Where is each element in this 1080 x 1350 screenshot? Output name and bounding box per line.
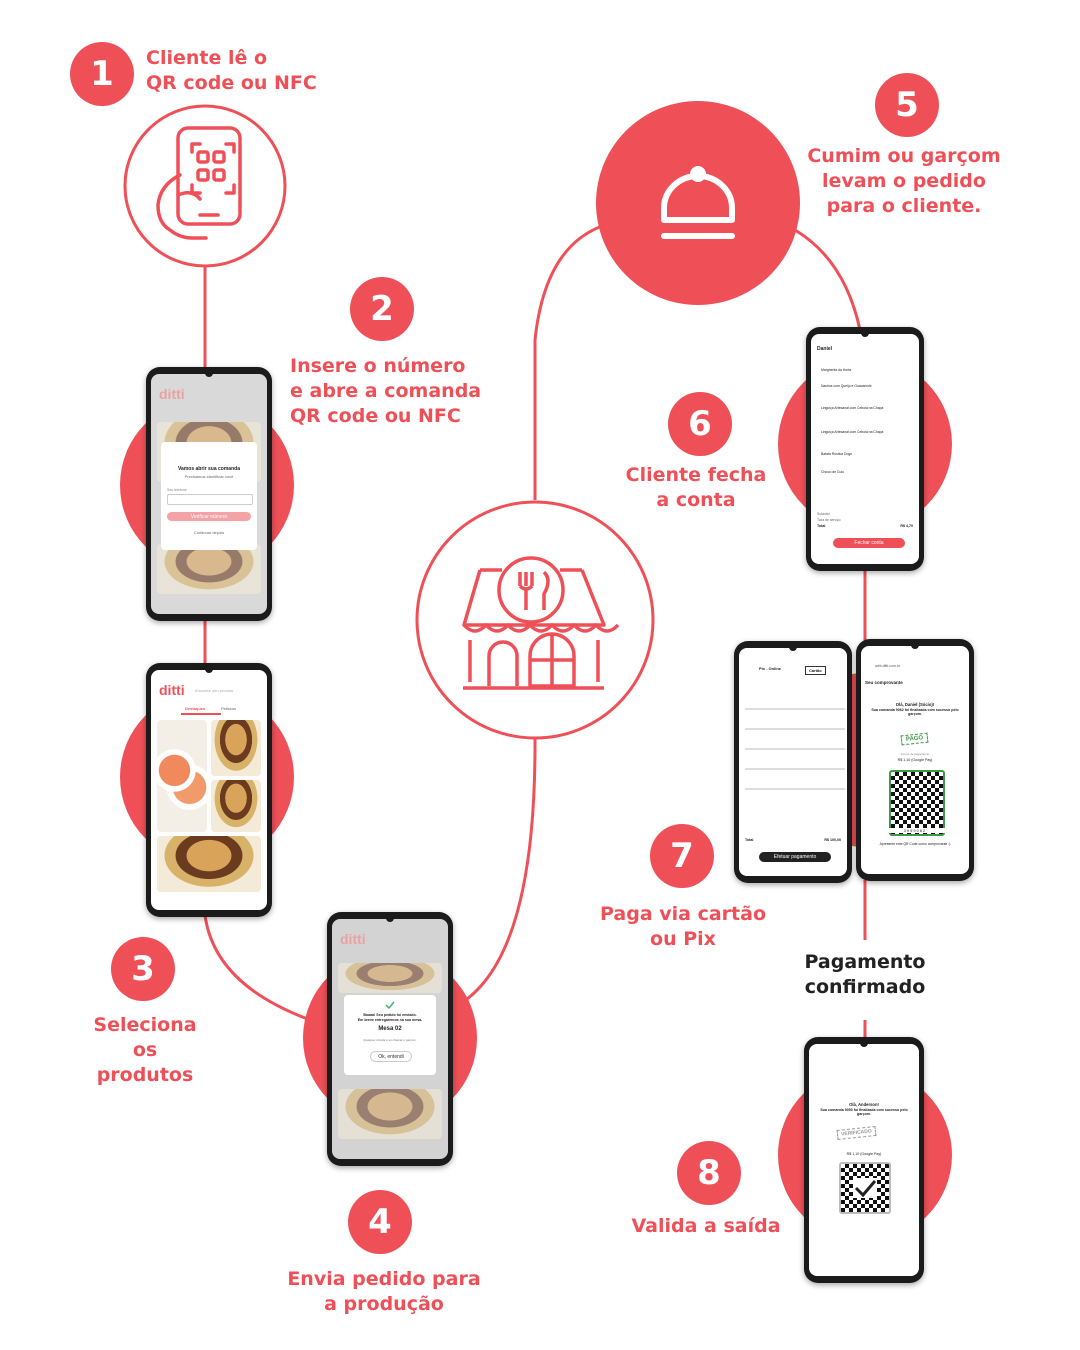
product-card[interactable] (157, 836, 261, 892)
make-payment-button[interactable]: Efetuar pagamento (759, 852, 831, 862)
food-image (157, 544, 261, 594)
product-card[interactable] (157, 720, 207, 832)
receipt-note: Apresente este QR Code como comprovante … (879, 842, 951, 846)
total-label: Total (817, 524, 826, 528)
step-7-caption: Paga via cartão ou Pix (599, 903, 767, 950)
bill-item: Nachos com Queijo e Guacamole (821, 384, 872, 388)
paid-stamp: PAGO (900, 732, 929, 746)
phone-step-3-screen: ditti Encontre seu produto Destaques Pet… (151, 670, 267, 910)
phone-step-2: ditti Vamos abrir sua comanda Precisamos… (146, 367, 272, 621)
check-icon (853, 1178, 877, 1198)
phone-step-7-payment-screen: Pix - Online Cartão Total R$ 100,00 Efet… (739, 648, 847, 876)
verified-qr-code (839, 1162, 891, 1214)
receipt-message: Sua comanda 9062 foi finalizada com suce… (871, 708, 959, 716)
payment-confirmed-label: Pagamento confirmado (804, 951, 926, 998)
phone-input[interactable] (167, 494, 253, 505)
step-4-caption: Envia pedido para a produção (287, 1268, 481, 1315)
receipt-code: 3999062 (861, 828, 969, 833)
step-4-badge: 4 (348, 1190, 412, 1254)
receipt-header: Seu comprovante (865, 680, 903, 685)
product-search-input[interactable]: Encontre seu produto (195, 688, 234, 693)
order-sent-note: Qualquer dúvida é só chamar o garçom. (363, 1038, 417, 1042)
validate-message: Sua comanda 9050 foi finalizada com suce… (820, 1108, 908, 1116)
bill-item: Linguiça Artesanal com Cebola na Chapa (821, 430, 884, 434)
receipt-qr-code (889, 770, 945, 836)
step-6-caption: Cliente fecha a conta (625, 464, 767, 511)
phone-qr-icon (156, 126, 242, 240)
phone-step-4-screen: ditti Boaaa! Seu pedido foi enviado. Em … (332, 919, 448, 1159)
order-sent-subtitle: Em breve entregaremos na sua mesa. (357, 1018, 423, 1022)
food-image (338, 963, 442, 993)
order-sent-modal: Boaaa! Seu pedido foi enviado. Em breve … (344, 995, 436, 1075)
browser-url[interactable]: web.ditti.com.br (875, 664, 901, 668)
restaurant-storefront-icon (462, 556, 620, 690)
bill-item: Chicco de Cuiu (821, 470, 844, 474)
phone-step-7-payment: Pix - Online Cartão Total R$ 100,00 Efet… (734, 641, 852, 883)
step-3-caption: Seleciona os produtos (93, 1014, 197, 1086)
modal-title: Vamos abrir sua comanda (178, 466, 240, 472)
open-tab-modal: Vamos abrir sua comanda Precisamos ident… (161, 442, 257, 550)
step-6-badge: 6 (668, 392, 732, 456)
brand-logo: ditti (159, 682, 185, 698)
phone-step-7-receipt-screen: web.ditti.com.br Seu comprovante Olá, Da… (861, 646, 969, 874)
ok-button[interactable]: Ok, entendi (370, 1051, 412, 1062)
check-icon (385, 1001, 395, 1009)
bill-item: Linguiça Artesanal com Cebola na Chapa (821, 406, 884, 410)
total-value: R$ 4,70 (900, 524, 913, 528)
step-5-caption: Cumim ou garçom levam o pedido para o cl… (807, 145, 1001, 217)
phone-step-6: Daniel Margherita da Horta Nachos com Qu… (806, 327, 924, 571)
phone-step-2-screen: ditti Vamos abrir sua comanda Precisamos… (151, 374, 267, 614)
bill-item: Batata Rústica Dogo (821, 452, 853, 456)
phone-step-8-screen: Olá, Anderson! Sua comanda 9050 foi fina… (809, 1044, 919, 1276)
tab-snacks[interactable]: Petiscos (221, 706, 237, 711)
step-1-badge: 1 (70, 42, 134, 106)
customer-name: Daniel (817, 346, 833, 352)
product-card[interactable] (211, 780, 261, 832)
step-3-badge: 3 (111, 937, 175, 1001)
continue-later-link[interactable]: Continuar depois (193, 530, 225, 535)
step-2-badge: 2 (350, 277, 414, 341)
cloche-circle (596, 101, 800, 305)
pix-tab[interactable]: Pix - Online (759, 666, 782, 671)
modal-subtitle: Precisamos identificar você (184, 474, 234, 479)
payment-total-value: R$ 100,00 (824, 838, 841, 842)
step-5-badge: 5 (875, 73, 939, 137)
step-2-caption: Insere o número e abre a comanda QR code… (290, 355, 482, 427)
table-number: Mesa 02 (378, 1026, 402, 1032)
step-1-caption: Cliente lê o QR code ou NFC (146, 47, 317, 94)
close-bill-button[interactable]: Fechar conta (833, 538, 905, 548)
restaurant-circle (415, 500, 655, 740)
payment-total-label: Total (745, 838, 754, 842)
step-8-badge: 8 (677, 1141, 741, 1205)
phone-step-8: Olá, Anderson! Sua comanda 9050 foi fina… (804, 1037, 924, 1283)
payment-method-label: Forma de pagamento (900, 752, 930, 756)
service-fee-label: Taxa de serviço (817, 518, 841, 522)
flow-connector-lines (203, 223, 867, 1045)
brand-logo: ditti (159, 386, 185, 402)
qr-step-circle (123, 104, 287, 268)
phone-step-4: ditti Boaaa! Seu pedido foi enviado. Em … (327, 912, 453, 1166)
phone-step-3: ditti Encontre seu produto Destaques Pet… (146, 663, 272, 917)
subtotal-label: Subtotal (817, 512, 830, 516)
verify-number-button[interactable]: Verificar número (167, 512, 251, 521)
food-image (338, 1089, 442, 1139)
brand-logo: ditti (340, 931, 366, 947)
phone-step-6-screen: Daniel Margherita da Horta Nachos com Qu… (811, 334, 919, 564)
verified-stamp: VERIFICADO (836, 1125, 877, 1141)
step-8-caption: Valida a saída (631, 1215, 781, 1237)
payment-amount: R$ 1,10 (Google Pay) (897, 758, 933, 762)
validate-greeting: Olá, Anderson! (849, 1102, 879, 1107)
cloche-icon (661, 166, 735, 239)
phone-field-label: Seu telefone (167, 488, 187, 492)
phone-step-7-receipt: web.ditti.com.br Seu comprovante Olá, Da… (856, 639, 974, 881)
bill-item: Margherita da Horta (821, 368, 852, 372)
receipt-greeting: Olá, Daniel (Sócio)! (895, 702, 935, 707)
validate-amount: R$ 1,10 (Google Pay) (846, 1152, 882, 1156)
product-card[interactable] (211, 720, 261, 776)
step-7-badge: 7 (650, 824, 714, 888)
order-sent-title: Boaaa! Seu pedido foi enviado. (363, 1013, 417, 1017)
card-tab[interactable]: Cartão (805, 666, 826, 675)
tab-highlights[interactable]: Destaques (185, 706, 206, 711)
